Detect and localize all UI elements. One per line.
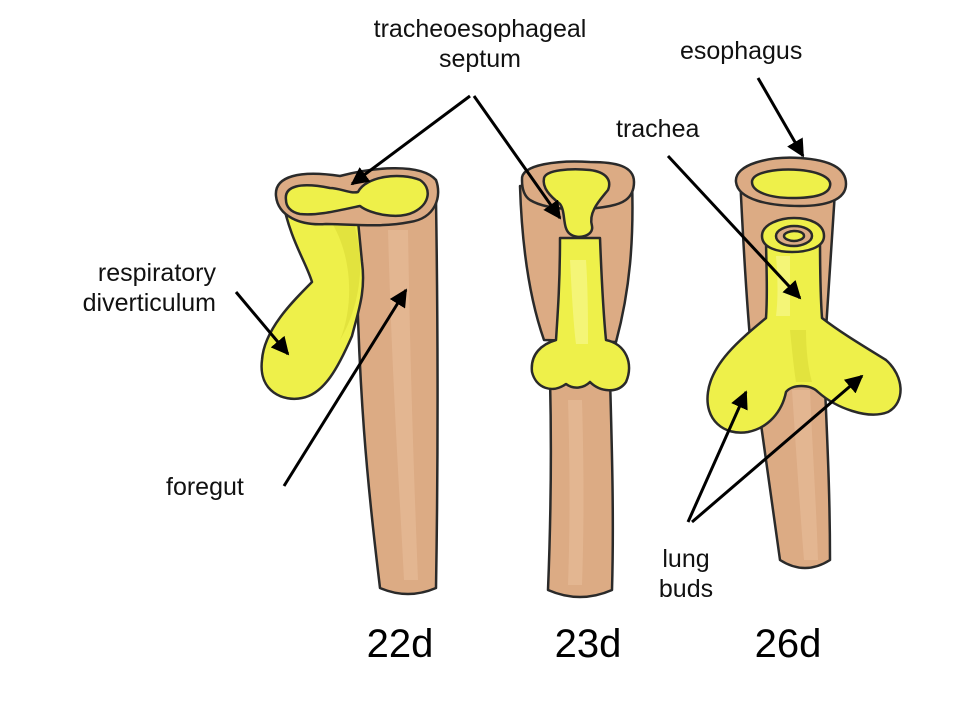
label-esophagus: esophagus — [680, 37, 803, 65]
stage-26d-drawing — [706, 156, 902, 570]
stage-23d-drawing — [518, 160, 636, 599]
label-respiratory-diverticulum: respiratory diverticulum — [28, 258, 216, 318]
label-tracheoesophageal-septum: tracheoesophageal septum — [330, 14, 630, 74]
label-foregut: foregut — [166, 473, 244, 501]
arrow-trachea — [666, 154, 802, 300]
lumen-22d — [284, 174, 429, 217]
label-trachea: trachea — [616, 115, 700, 143]
label-septum-line1: tracheoesophageal — [373, 15, 587, 43]
label-lung-buds: lung buds — [636, 544, 736, 604]
arrow-esophagus — [756, 77, 805, 158]
arrow-septum-to-22d — [350, 94, 471, 186]
arrow-respiratory-diverticulum — [234, 291, 290, 356]
arrow-lung-bud-right — [691, 374, 864, 524]
label-lung-buds-line1: lung — [662, 545, 710, 573]
label-septum-line2: septum — [439, 45, 521, 73]
stage-label-22d: 22d — [366, 622, 434, 666]
arrow-foregut — [282, 288, 408, 487]
stage-label-26d: 26d — [754, 622, 822, 666]
esophagus-lumen-26d — [750, 168, 832, 200]
label-respiratory-line2: diverticulum — [82, 289, 216, 317]
arrow-lung-bud-left — [686, 390, 748, 523]
label-lung-buds-line2: buds — [658, 575, 714, 603]
stage-label-23d: 23d — [554, 622, 622, 666]
label-respiratory-line1: respiratory — [97, 259, 216, 287]
arrow-septum-to-23d — [472, 95, 562, 220]
